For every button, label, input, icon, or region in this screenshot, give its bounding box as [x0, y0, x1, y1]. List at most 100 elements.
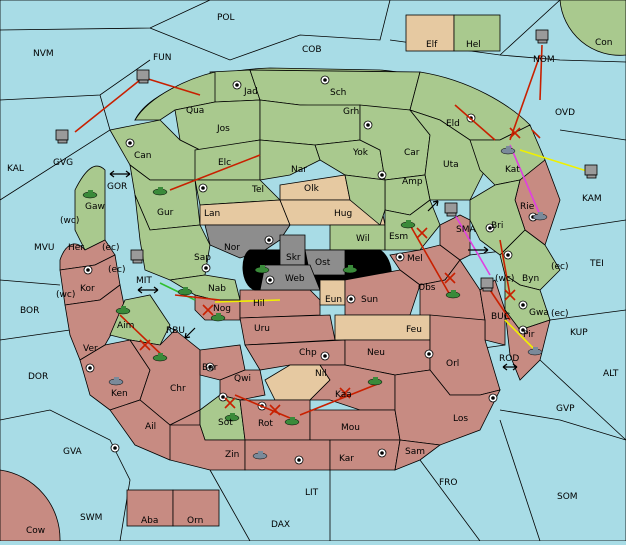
tank-icon: [108, 377, 124, 386]
tank-icon: [252, 451, 268, 460]
label-kam: KAM: [582, 194, 602, 204]
label-rie: Rie: [520, 202, 535, 212]
label-yok: Yok: [352, 148, 369, 158]
label-mit: MIT: [136, 276, 152, 286]
label-wil: Wil: [356, 234, 370, 244]
label-gva: GVA: [63, 447, 83, 457]
label-cow: Cow: [26, 526, 45, 536]
label-pol: POL: [217, 13, 235, 23]
island-cow[interactable]: [0, 469, 61, 542]
label-fro: FRO: [439, 478, 458, 488]
province-wil-n[interactable]: [344, 174, 386, 226]
supply-center-icon: [377, 448, 387, 458]
order-arrows: [74, 44, 591, 419]
label-fun: FUN: [153, 53, 172, 63]
label-rot: Rot: [258, 419, 273, 429]
label-orl: Orl: [446, 359, 459, 369]
tank-icon: [367, 377, 383, 386]
label-mel: Mel: [407, 254, 423, 264]
label-eld: Eld: [446, 119, 460, 129]
label-dor: DOR: [28, 372, 48, 382]
home-hel[interactable]: [453, 14, 501, 52]
tank-icon: [284, 417, 300, 426]
label-byn: Byn: [522, 274, 539, 284]
label-nom: NOM: [533, 55, 555, 65]
label-mou: Mou: [341, 423, 360, 433]
label-chp: Chp: [299, 348, 317, 358]
supply-center-icon: [320, 351, 330, 361]
label-ver: Ver: [83, 344, 98, 354]
home-base-icon: [55, 129, 69, 144]
province-rot[interactable]: [239, 399, 311, 441]
label-tei: TEI: [589, 259, 604, 269]
supply-center-icon: [518, 300, 528, 310]
supply-center-icon: [377, 170, 387, 180]
label-gwa: Gwa: [529, 308, 549, 318]
supply-center-icon: [201, 263, 211, 273]
land-province-labels: Elf Hel Jad Sch Qua Grh Jos Eld Can Yok …: [68, 40, 549, 526]
supply-center-icon: [205, 362, 215, 372]
tank-icon: [115, 306, 131, 315]
label-can: Can: [134, 151, 152, 161]
label-qua: Qua: [186, 106, 204, 116]
supply-center-icon: [265, 275, 275, 285]
province-hil[interactable]: [239, 289, 321, 319]
tank-icon: [342, 265, 358, 274]
province-sam[interactable]: [394, 439, 442, 471]
label-nab: Nab: [208, 284, 226, 294]
home-aba[interactable]: [126, 489, 174, 527]
home-base-icon: [584, 164, 598, 179]
label-amp: Amp: [402, 177, 423, 187]
tank-icon: [254, 265, 270, 274]
coast-mark: (wc): [60, 216, 79, 226]
supply-center-icon: [424, 349, 434, 359]
home-orn[interactable]: [172, 489, 220, 527]
coast-mark: (wc): [495, 274, 514, 284]
tank-icon: [152, 187, 168, 196]
label-rod: ROD: [499, 354, 519, 364]
tank-icon: [532, 212, 548, 221]
label-los: Los: [453, 414, 468, 424]
home-base-icon: [535, 29, 549, 44]
label-feu: Feu: [406, 325, 422, 335]
supply-center-icon: [485, 223, 495, 233]
home-elf[interactable]: [405, 14, 455, 52]
label-zin: Zin: [225, 450, 239, 460]
supply-center-icon: [125, 138, 135, 148]
coast-mark: (ec): [551, 309, 569, 319]
tank-icon: [527, 347, 543, 356]
label-gaw: Gaw: [85, 202, 105, 212]
label-lan: Lan: [204, 209, 220, 219]
supply-center-icon: [503, 250, 513, 260]
label-ail: Ail: [145, 422, 156, 432]
label-obs: Obs: [418, 283, 436, 293]
label-hil: Hil: [253, 299, 265, 309]
label-nil: Nil: [315, 369, 327, 379]
supply-center-icon: [488, 393, 498, 403]
label-gvg: GVG: [53, 158, 73, 168]
province-sma[interactable]: [439, 214, 471, 261]
label-rbu: RBU: [166, 326, 185, 336]
label-elf: Elf: [426, 40, 438, 50]
label-swm: SWM: [80, 513, 102, 523]
label-gvp: GVP: [556, 404, 575, 414]
label-kat: Kat: [505, 165, 520, 175]
label-nog: Nog: [213, 304, 231, 314]
province-los[interactable]: [394, 369, 501, 446]
province-nar[interactable]: [259, 139, 321, 181]
island-con[interactable]: [559, 0, 626, 56]
supply-center-icon: [294, 455, 304, 465]
label-neu: Neu: [367, 348, 385, 358]
tank-icon: [224, 413, 240, 422]
province-sun[interactable]: [344, 269, 421, 316]
label-som: SOM: [557, 492, 578, 502]
label-esm: Esm: [389, 232, 408, 242]
supply-center-icon: [83, 265, 93, 275]
label-con: Con: [595, 38, 613, 48]
supply-center-icon: [346, 294, 356, 304]
label-olk: Olk: [304, 184, 320, 194]
label-nvm: NVM: [33, 49, 54, 59]
supply-center-icon: [85, 363, 95, 373]
label-car: Car: [404, 148, 420, 158]
